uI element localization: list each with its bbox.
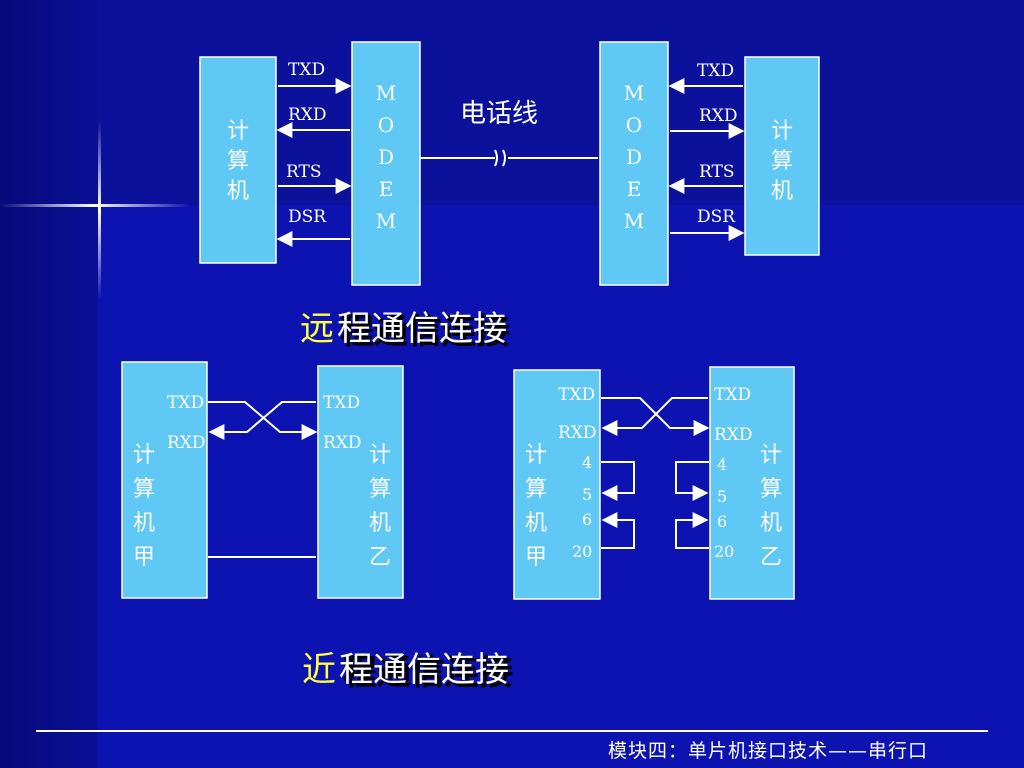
remote-left-modem-box	[351, 41, 421, 286]
near-right-txd-to-rxd-wire	[601, 397, 710, 436]
near-left-computer-b-box	[317, 365, 404, 599]
near-caption: 程通信连接 近 程通信连接	[302, 650, 513, 693]
remote-right-computer-label: 计算机	[771, 119, 793, 204]
near-right-computer-b-label: 计算机乙	[760, 443, 782, 570]
near-caption-highlight: 近	[302, 650, 336, 690]
near-right-b-pin-20: 20	[714, 542, 734, 561]
remote-caption-highlight: 远	[300, 309, 334, 349]
near-right-a-rxd-label: RXD	[558, 423, 597, 443]
near-right-a-pin-4: 4	[582, 453, 592, 472]
near-right-b-pin-6: 6	[717, 512, 727, 531]
remote-right-dsr-label: DSR	[697, 207, 736, 227]
light-flare-vertical	[98, 120, 101, 300]
near-left-a-txd-label: TXD	[167, 393, 204, 413]
near-right-a-txd-label: TXD	[558, 385, 595, 405]
remote-right-rxd-label: RXD	[699, 106, 738, 126]
near-right-computer-b-box	[709, 366, 795, 600]
remote-right-txd-label: TXD	[697, 61, 734, 81]
near-right-b-pin-5: 5	[717, 487, 727, 506]
near-right-a-loop-4-5	[601, 461, 635, 501]
phone-line-break-icon	[494, 149, 506, 167]
near-right-b-rxd-label: RXD	[714, 425, 753, 445]
near-right-computer-a-label: 计算机甲	[525, 443, 547, 570]
near-left-computer-a-label: 计算机甲	[133, 443, 155, 570]
remote-caption-text: 程通信连接	[337, 309, 507, 349]
light-flare-horizontal	[0, 204, 190, 207]
remote-right-computer-box	[744, 56, 820, 256]
near-right-computer-a-box	[513, 369, 601, 600]
footer-title: 模块四：单片机接口技术——串行口	[607, 740, 928, 762]
remote-caption-shadow: 程通信连接	[340, 312, 510, 352]
near-left-computer-a-box	[121, 361, 208, 599]
remote-left-rts-label: RTS	[286, 162, 322, 182]
near-right-txd-to-rxd-reverse-wire	[601, 397, 708, 436]
near-communication-diagram-handshake: 计算机甲 TXD RXD 4 5 6 20 计算机乙 TXD RXD 4 5 6…	[513, 366, 795, 600]
near-right-b-loop-20-6	[675, 512, 709, 549]
remote-right-modem-box	[599, 41, 669, 286]
remote-left-txd-label: TXD	[288, 60, 325, 80]
near-left-computer-b-label: 计算机乙	[369, 443, 391, 570]
near-right-a-pin-6: 6	[582, 510, 592, 529]
near-left-b-rxd-label: RXD	[323, 433, 362, 453]
near-right-a-loop-20-6	[601, 512, 635, 549]
near-left-b-txd-label: TXD	[323, 393, 360, 413]
near-right-b-pin-4: 4	[717, 455, 727, 474]
near-right-a-pin-5: 5	[582, 485, 592, 504]
near-left-a-rxd-label: RXD	[167, 433, 206, 453]
near-right-a-pin-20: 20	[572, 542, 592, 561]
near-caption-text: 程通信连接	[339, 650, 509, 690]
near-communication-diagram-simple: 计算机甲 TXD RXD 计算机乙 TXD RXD	[121, 361, 404, 599]
remote-left-computer-box	[199, 56, 277, 264]
near-right-b-loop-4-5	[675, 461, 709, 501]
background-left-panel	[0, 0, 98, 768]
phone-line-label: 电话线	[460, 99, 538, 129]
remote-left-computer-label: 计算机	[227, 119, 249, 204]
near-left-txd-to-rxd-wire	[208, 401, 318, 440]
remote-left-dsr-label: DSR	[288, 207, 327, 227]
remote-right-rts-label: RTS	[699, 162, 735, 182]
footer-divider	[36, 730, 988, 732]
remote-left-rxd-label: RXD	[288, 105, 327, 125]
near-left-txd-to-rxd-reverse-wire	[208, 401, 316, 440]
near-caption-shadow: 程通信连接	[343, 653, 513, 693]
near-right-b-txd-label: TXD	[714, 385, 751, 405]
